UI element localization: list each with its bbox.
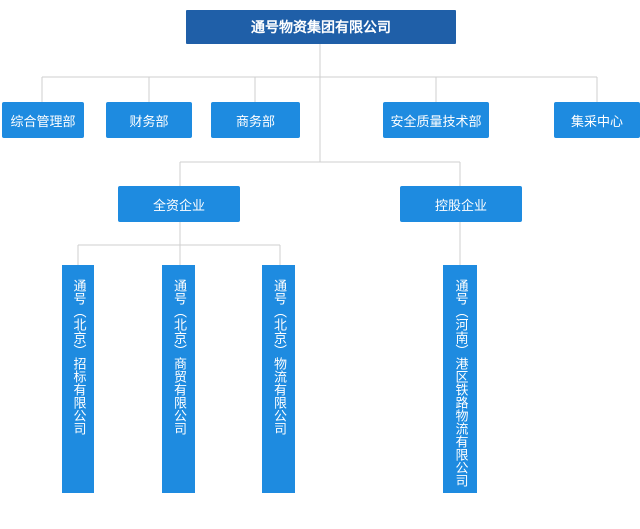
subsidiary-beijing-bidding: 通号（北京）招标有限公司 bbox=[62, 265, 94, 493]
group-holding: 控股企业 bbox=[400, 186, 522, 222]
dept-finance: 财务部 bbox=[106, 102, 192, 138]
subsidiary-beijing-logistics: 通号（北京）物流有限公司 bbox=[262, 265, 295, 493]
subsidiary-beijing-trading: 通号（北京）商贸有限公司 bbox=[162, 265, 195, 493]
dept-commerce: 商务部 bbox=[211, 102, 300, 138]
subsidiary-henan-port-railway-logistics: 通号（河南）港区铁路物流有限公司 bbox=[443, 265, 477, 493]
dept-safety-quality-tech: 安全质量技术部 bbox=[383, 102, 489, 138]
group-wholly-owned: 全资企业 bbox=[118, 186, 240, 222]
dept-procurement-center: 集采中心 bbox=[554, 102, 640, 138]
dept-general-management: 综合管理部 bbox=[2, 102, 84, 138]
root-company: 通号物资集团有限公司 bbox=[186, 10, 456, 44]
